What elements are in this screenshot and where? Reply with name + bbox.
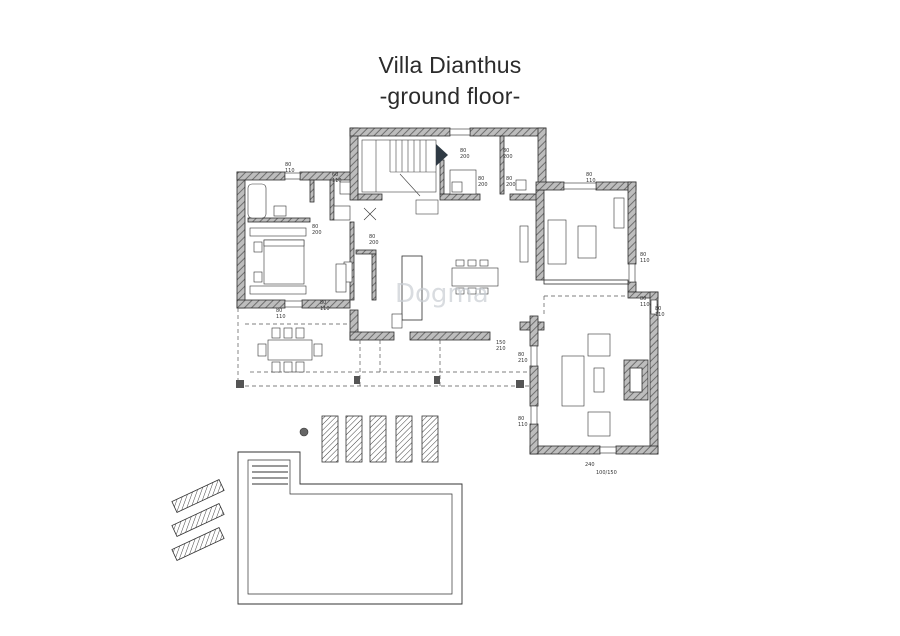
swimming-pool <box>237 451 463 605</box>
dimension-label: 240 <box>585 462 595 468</box>
watermark-text: Dogma <box>395 279 489 309</box>
sun-loungers <box>171 415 439 561</box>
terrace-dining-set <box>257 327 323 373</box>
plan-title: Villa Dianthus <box>378 52 522 78</box>
salon-furniture <box>547 197 625 437</box>
exterior-walls <box>236 127 659 455</box>
bedroom-furniture <box>249 227 347 295</box>
terrace-posts <box>236 376 524 388</box>
dining-table <box>451 225 529 295</box>
dimension-label: 100/150 <box>596 470 617 476</box>
parasol-base <box>299 427 309 437</box>
window-openings <box>284 128 658 454</box>
staircase <box>361 139 439 215</box>
bathroom-fixtures <box>247 169 527 329</box>
plan-subtitle: -ground floor- <box>379 83 521 109</box>
stair-direction-arrow <box>436 144 448 166</box>
